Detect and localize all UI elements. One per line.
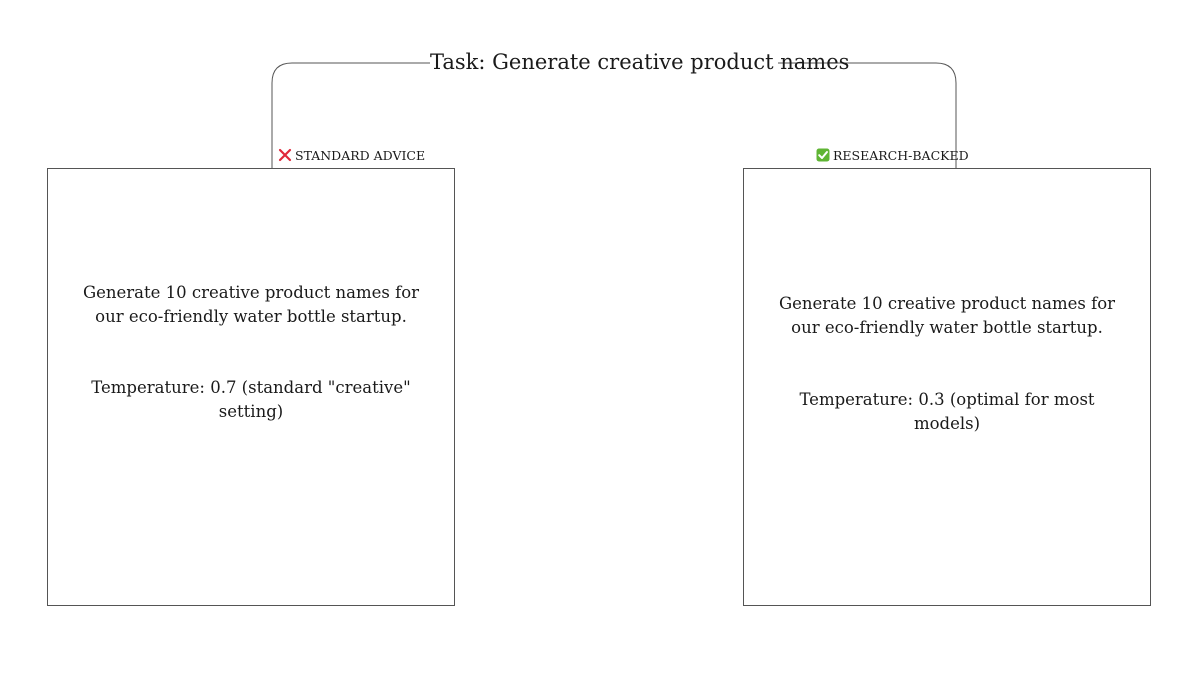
check-mark-button-icon [816,148,830,162]
standard-advice-panel: Generate 10 creative product names for o… [47,168,455,606]
standard-advice-label: STANDARD ADVICE [295,147,426,163]
research-prompt-text: Generate 10 creative product names for o… [778,294,1116,337]
standard-advice-tag: STANDARD ADVICE [278,146,425,164]
research-backed-label: RESEARCH-BACKED [833,147,969,163]
task-title: Task: Generate creative product names [430,48,850,76]
research-backed-tag: RESEARCH-BACKED [816,146,969,164]
cross-mark-icon [278,148,292,162]
research-temperature-text: Temperature: 0.3 (optimal for most model… [799,390,1095,433]
standard-prompt-text: Generate 10 creative product names for o… [82,283,420,326]
research-backed-panel: Generate 10 creative product names for o… [743,168,1151,606]
standard-temperature-text: Temperature: 0.7 (standard "creative" se… [91,378,411,421]
connector-left [271,62,430,168]
connector-right [778,62,957,168]
